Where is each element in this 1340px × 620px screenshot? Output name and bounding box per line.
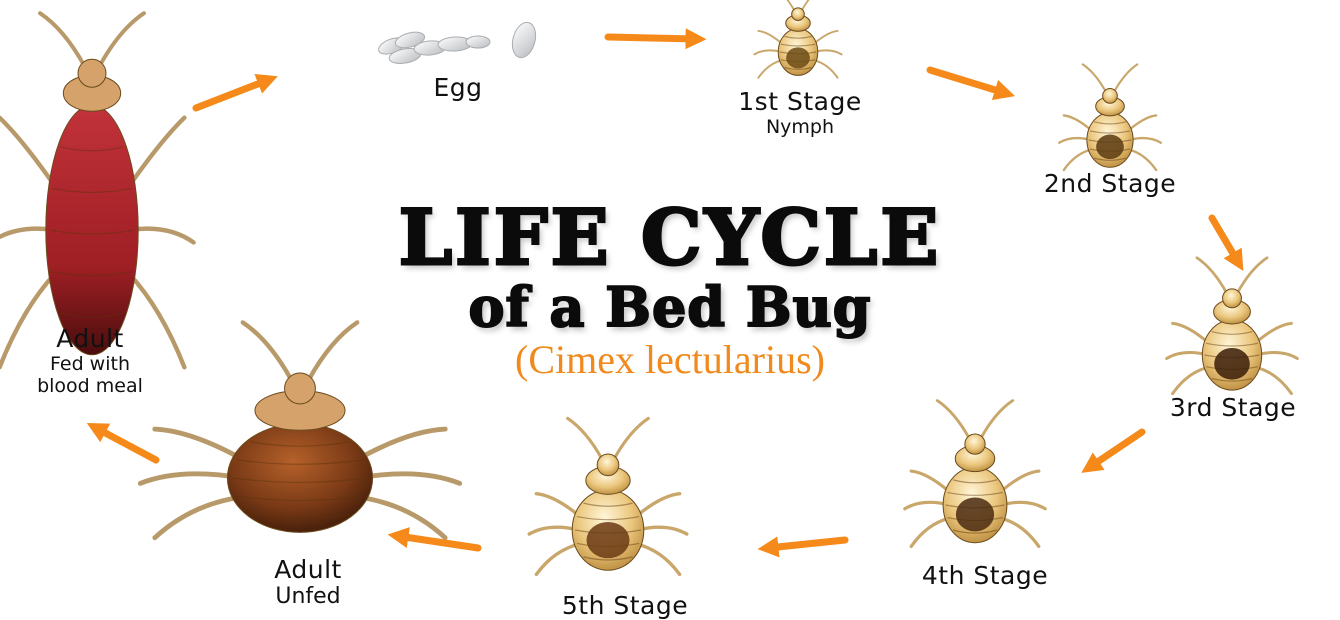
label-adult-fed-subtext: Fed with xyxy=(0,353,180,375)
label-egg-text: Egg xyxy=(398,74,518,102)
arrow-stage1-to-stage2 xyxy=(930,70,1005,93)
bug-leg xyxy=(536,544,579,574)
bug-leg xyxy=(1256,323,1292,342)
bug-leg xyxy=(1001,471,1039,492)
bug-head xyxy=(78,59,106,87)
bug-gut xyxy=(786,47,810,68)
bug-leg xyxy=(358,497,445,538)
bug-leg xyxy=(1064,150,1092,170)
bug-antenna xyxy=(775,0,795,11)
bug-gut xyxy=(1096,135,1124,160)
label-adult-fed-text: Adult xyxy=(0,325,180,353)
bug-antenna xyxy=(243,322,291,379)
bug-gut xyxy=(1214,348,1250,380)
bug-leg xyxy=(1001,518,1039,546)
bug-leg xyxy=(358,474,460,484)
nymph-stage4-illustration xyxy=(905,401,1045,547)
label-stage4: 4th Stage xyxy=(880,562,1090,590)
bug-leg xyxy=(814,60,838,78)
bug-antenna xyxy=(1083,64,1106,91)
bug-head xyxy=(792,8,805,21)
bug-antenna xyxy=(1197,258,1227,293)
bug-leg xyxy=(155,429,242,459)
label-stage5-text: 5th Stage xyxy=(520,592,730,620)
bug-leg xyxy=(1064,115,1092,130)
bug-antenna xyxy=(568,418,602,458)
bug-leg xyxy=(1256,367,1292,393)
bug-abdomen xyxy=(227,424,372,533)
nymph-stage5-illustration xyxy=(529,418,687,574)
bug-head xyxy=(285,373,316,404)
bug-leg xyxy=(1173,323,1209,342)
bug-antenna xyxy=(40,13,84,65)
label-stage1-text: 1st Stage xyxy=(700,88,900,116)
bug-head xyxy=(1223,289,1242,308)
bug-leg xyxy=(814,31,838,44)
nymph-stage2-illustration xyxy=(1059,64,1161,170)
bug-antenna xyxy=(1114,64,1137,91)
arrow-stage4-to-stage5 xyxy=(768,540,845,548)
arrow-fed-to-egg xyxy=(196,80,268,108)
bug-antenna xyxy=(614,418,648,458)
bug-leg xyxy=(758,31,782,44)
bug-antenna xyxy=(937,401,969,439)
arrow-unfed-to-fed xyxy=(96,428,156,460)
label-adult-unfed-text: Adult xyxy=(228,556,388,584)
bug-leg xyxy=(1128,150,1156,170)
adult-fed-illustration xyxy=(0,13,194,367)
bug-antenna xyxy=(981,401,1013,439)
bug-leg xyxy=(1173,367,1209,393)
bug-leg xyxy=(129,118,184,187)
bug-leg xyxy=(536,494,579,516)
nymph-stage3-illustration xyxy=(1167,258,1298,394)
label-stage3: 3rd Stage xyxy=(1128,394,1338,422)
bug-leg xyxy=(0,118,55,187)
label-stage4-text: 4th Stage xyxy=(880,562,1090,590)
bug-antenna xyxy=(1237,258,1267,293)
label-stage1-subtext: Nymph xyxy=(700,116,900,138)
label-stage3-text: 3rd Stage xyxy=(1128,394,1338,422)
title-scientific-name: (Cimex lectularius) xyxy=(315,336,1025,384)
label-stage1: 1st Stage Nymph xyxy=(700,88,900,138)
label-egg: Egg xyxy=(398,74,518,102)
bug-leg xyxy=(155,497,242,538)
bug-head xyxy=(965,434,985,454)
nymph-stage1-illustration xyxy=(754,0,841,78)
arrow-stage2-to-stage3 xyxy=(1212,218,1238,262)
bug-antenna xyxy=(100,13,144,65)
arrow-egg-to-stage1 xyxy=(608,37,696,39)
bug-leg xyxy=(911,471,949,492)
bug-head xyxy=(1103,89,1118,104)
arrow-stage3-to-stage4 xyxy=(1090,432,1142,467)
label-adult-fed-subtext2: blood meal xyxy=(0,375,180,397)
label-adult-unfed: Adult Unfed xyxy=(228,556,388,610)
bug-head xyxy=(597,454,619,476)
title-line1: LIFE CYCLE xyxy=(315,196,1025,280)
bug-leg xyxy=(911,518,949,546)
bug-leg xyxy=(758,60,782,78)
egg-illustration xyxy=(376,20,539,66)
label-adult-unfed-subtext: Unfed xyxy=(228,584,388,610)
bug-gut xyxy=(587,522,630,558)
bug-leg xyxy=(140,474,242,484)
bug-leg xyxy=(637,544,680,574)
label-stage2-text: 2nd Stage xyxy=(1000,170,1220,198)
label-adult-fed: Adult Fed with blood meal xyxy=(0,325,180,397)
bug-leg xyxy=(358,429,445,459)
bug-gut xyxy=(956,497,994,531)
bug-leg xyxy=(1128,115,1156,130)
bug-antenna xyxy=(802,0,822,11)
bug-leg xyxy=(637,494,680,516)
label-stage5: 5th Stage xyxy=(520,592,730,620)
label-stage2: 2nd Stage xyxy=(1000,170,1220,198)
arrow-stage5-to-unfed xyxy=(398,536,478,548)
title-line2: of a Bed Bug xyxy=(315,276,1025,338)
